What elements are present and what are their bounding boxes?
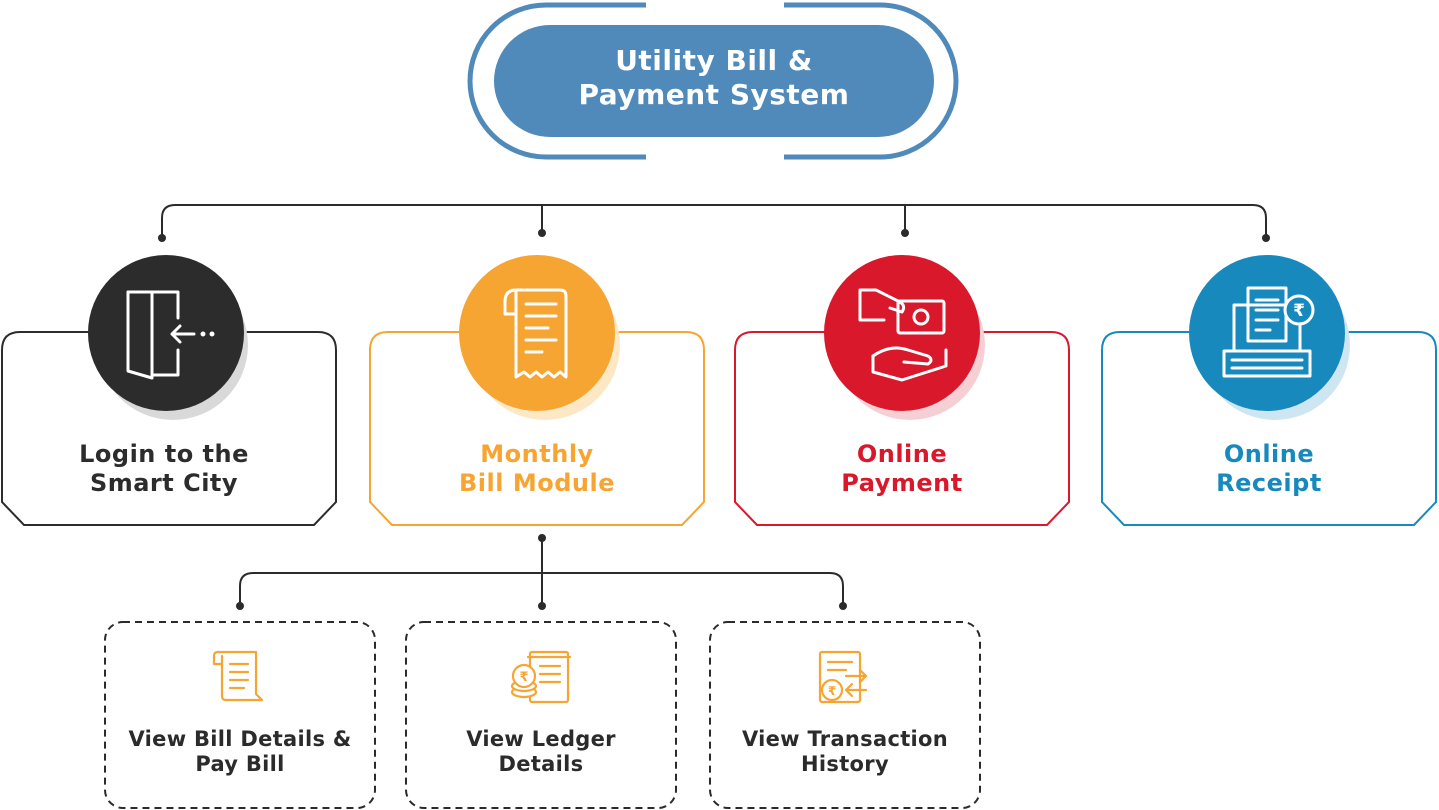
submodule-label-line2: Pay Bill <box>195 752 285 777</box>
bill-document-icon <box>212 650 264 702</box>
module-label-line2: Bill Module <box>459 468 615 497</box>
root-title-line2: Payment System <box>578 77 850 111</box>
submodule-label-line1: View Bill Details & <box>128 727 352 751</box>
sub-box-transaction <box>709 621 981 809</box>
module-box-receipt <box>1101 331 1437 526</box>
submodule-label-ledger: View Ledger Details <box>406 727 676 777</box>
module-label-line1: Monthly <box>480 440 594 468</box>
sub-connector-dots <box>236 534 847 610</box>
submodule-label-transaction: View Transaction History <box>710 727 980 777</box>
submodule-label-bill: View Bill Details & Pay Bill <box>105 727 375 777</box>
svg-text:₹: ₹ <box>1293 301 1305 321</box>
dot-transaction <box>839 602 847 610</box>
circle-fill <box>459 255 615 411</box>
sub-box-bill <box>104 621 376 809</box>
submodule-label-line1: View Transaction <box>741 727 949 751</box>
root-outer-ring <box>467 2 959 160</box>
ledger-coins-icon: ₹ <box>510 650 572 704</box>
circle-fill <box>1189 255 1345 411</box>
laptop-receipt-icon: ₹ <box>1222 286 1315 378</box>
dot-login <box>158 234 166 242</box>
root-title-line1: Utility Bill & <box>615 44 813 77</box>
module-label-line1: Online <box>856 440 948 468</box>
dot-monthly <box>538 229 546 237</box>
svg-text:₹: ₹ <box>828 684 836 698</box>
module-label-line1: Login to the <box>79 440 249 468</box>
top-connectors <box>161 204 1267 236</box>
submodule-label-line1: View Ledger <box>466 727 616 751</box>
root-pill <box>494 25 934 137</box>
sub-bus-line <box>239 572 844 604</box>
module-label-line2: Payment <box>841 468 963 497</box>
module-label-monthly: Monthly Bill Module <box>370 440 704 498</box>
module-label-login: Login to the Smart City <box>2 440 326 498</box>
module-box-payment <box>734 331 1070 526</box>
svg-text:₹: ₹ <box>519 670 528 685</box>
module-label-receipt: Online Receipt <box>1102 440 1436 498</box>
module-circle-monthly <box>459 255 620 420</box>
dot-payment <box>901 229 909 237</box>
door-exit-icon <box>126 290 215 380</box>
sub-box-ledger <box>405 621 677 809</box>
root-node <box>467 2 959 160</box>
module-box-login <box>1 331 337 526</box>
transaction-history-icon: ₹ <box>818 650 868 704</box>
module-label-payment: Online Payment <box>735 440 1069 498</box>
circle-fill <box>88 255 244 411</box>
module-label-line2: Smart City <box>89 468 239 497</box>
root-title: Utility Bill & Payment System <box>494 44 934 111</box>
submodule-label-line2: Details <box>498 752 584 777</box>
module-label-line1: Online <box>1223 440 1315 468</box>
submodule-label-line2: History <box>801 752 889 777</box>
dot-receipt <box>1262 234 1270 242</box>
cash-hand-icon <box>858 288 948 382</box>
dot-bill <box>236 602 244 610</box>
top-connector-dots <box>158 229 1270 242</box>
module-box-monthly <box>369 331 705 526</box>
module-label-line2: Receipt <box>1216 468 1322 497</box>
top-bus-line <box>161 204 1267 236</box>
dot-ledger <box>538 602 546 610</box>
sub-connectors <box>239 538 844 604</box>
receipt-icon <box>503 288 568 379</box>
dot-trunk-top <box>538 534 546 542</box>
